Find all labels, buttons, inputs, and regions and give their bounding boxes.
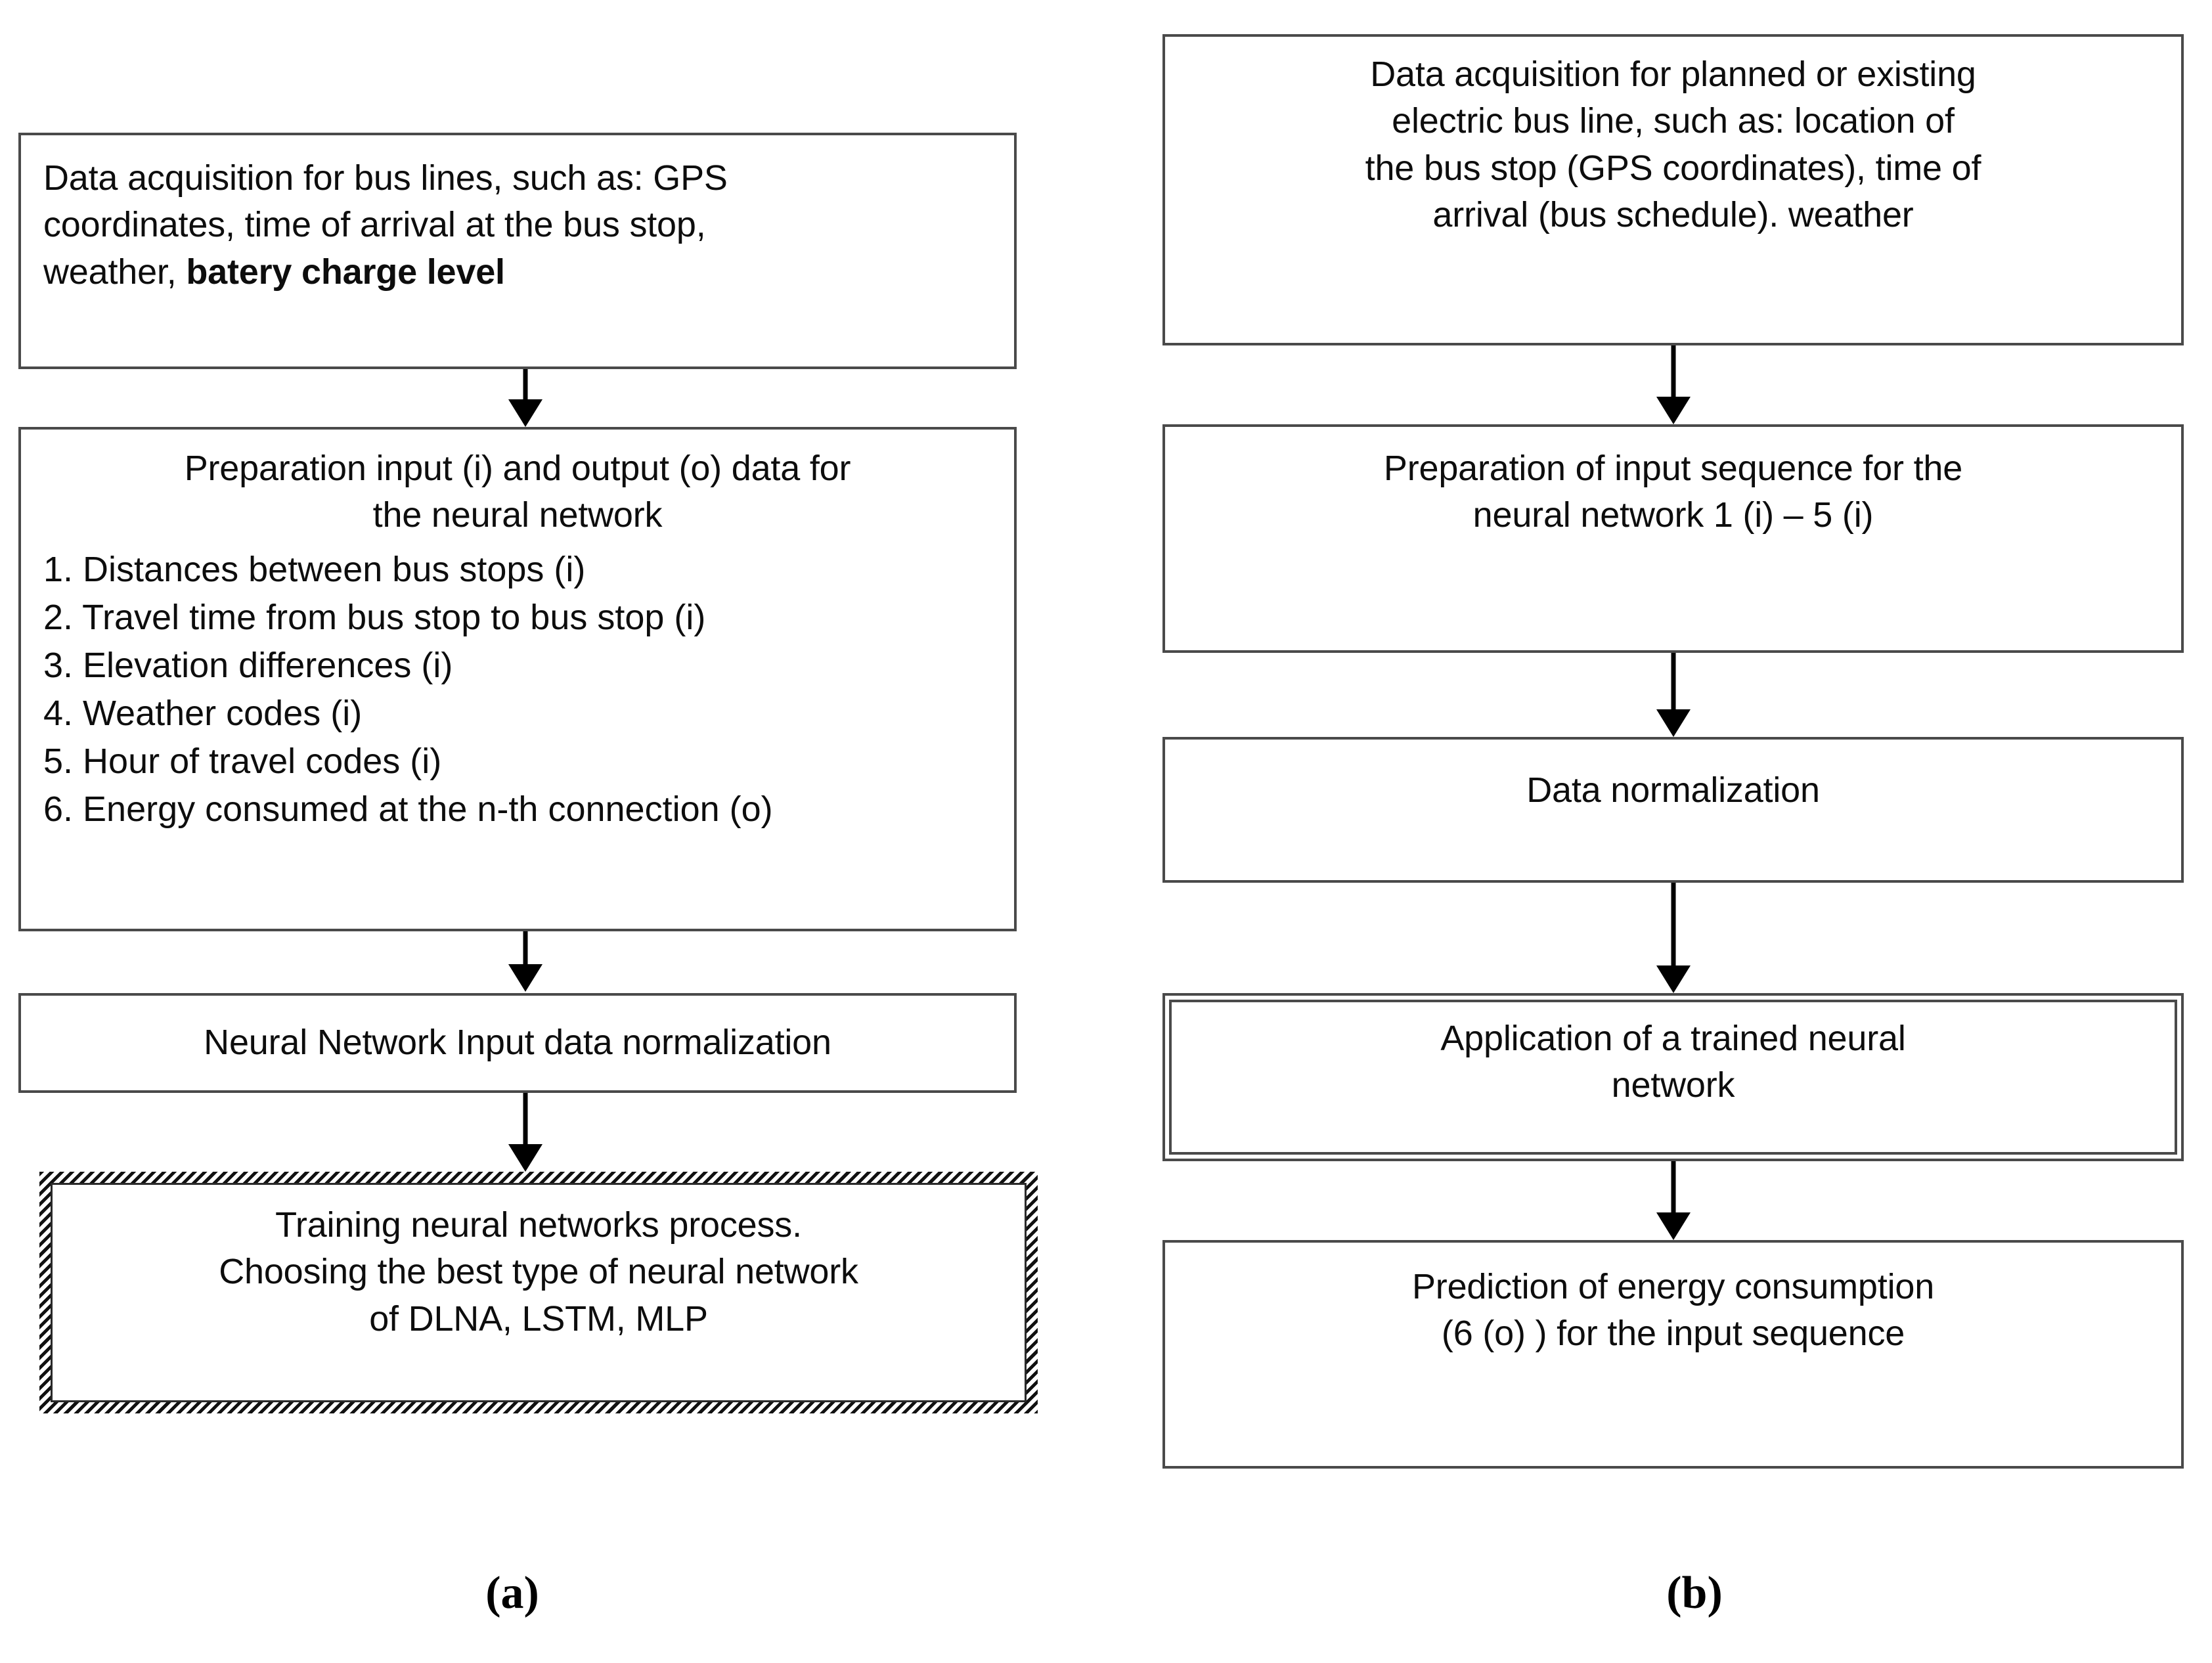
list-item: 3. Elevation differences (i) (43, 645, 453, 685)
panel-caption-a: (a) (485, 1568, 539, 1618)
flow-box-preparation-input-sequence: Preparation of input sequence for the ne… (1162, 424, 2184, 653)
flow-box-line: arrival (bus schedule). weather (1432, 194, 1914, 234)
flow-box-line-bold: batery charge level (186, 252, 505, 292)
flow-box-line: network (1611, 1065, 1735, 1105)
flow-box-line: Data acquisition for planned or existing (1370, 55, 1976, 94)
list-item: 2. Travel time from bus stop to bus stop… (43, 597, 706, 637)
flow-box-line: electric bus line, such as: location of (1392, 101, 1955, 141)
flow-box-line: Data normalization (1526, 770, 1820, 810)
list-item: 6. Energy consumed at the n-th connectio… (43, 789, 773, 830)
flowchart-panel-b: Data acquisition for planned or existing… (1117, 0, 2212, 1663)
flow-box-line: Choosing the best type of neural network (219, 1252, 858, 1292)
flow-box-line: Neural Network Input data normalization (204, 1023, 831, 1063)
flow-box-line: of DLNA, LSTM, MLP (369, 1298, 708, 1339)
flow-box-line-with-bold: weather, batery charge level (43, 249, 992, 296)
flow-box-line: Preparation of input sequence for the (1383, 449, 1963, 488)
flow-box-line: Training neural networks process. (275, 1205, 802, 1245)
flow-box-training-process: Training neural networks process. Choosi… (39, 1172, 1038, 1413)
flow-box-line: neural network 1 (i) – 5 (i) (1472, 495, 1874, 535)
list-item: 5. Hour of travel codes (i) (43, 742, 442, 782)
flow-box-application-trained-nn: Application of a trained neural network (1162, 993, 2184, 1161)
flow-box-line: (6 (o) ) for the input sequence (1441, 1314, 1905, 1354)
flow-box-heading-line: the neural network (372, 495, 663, 535)
flow-box-line: coordinates, time of arrival at the bus … (43, 205, 706, 245)
flow-box-line: the bus stop (GPS coordinates), time of (1365, 148, 1981, 188)
flow-box-line: Prediction of energy consumption (1411, 1267, 1935, 1306)
flow-box-data-normalization: Data normalization (1162, 737, 2184, 883)
flow-box-prediction-energy-consumption: Prediction of energy consumption (6 (o) … (1162, 1240, 2184, 1469)
flow-box-data-acquisition: Data acquisition for bus lines, such as:… (18, 133, 1017, 369)
flow-box-line: Data acquisition for bus lines, such as:… (43, 158, 728, 198)
flow-box-nn-input-normalization: Neural Network Input data normalization (18, 993, 1017, 1093)
flow-box-data-acquisition-electric: Data acquisition for planned or existing… (1162, 34, 2184, 345)
panel-caption-b: (b) (1666, 1568, 1723, 1618)
flowchart-panel-a: Data acquisition for bus lines, such as:… (18, 133, 1038, 1618)
flow-box-heading-line: Preparation input (i) and output (o) dat… (184, 449, 851, 488)
list-item: 4. Weather codes (i) (43, 694, 363, 733)
list-item: 1. Distances between bus stops (i) (43, 549, 586, 589)
flow-box-line-prefix: weather, (43, 252, 177, 292)
flow-box-preparation-io-data: Preparation input (i) and output (o) dat… (18, 427, 1017, 931)
flow-box-line: Application of a trained neural (1440, 1019, 1906, 1058)
flow-box-numbered-list: 1. Distances between bus stops (i) 2. Tr… (43, 546, 992, 834)
